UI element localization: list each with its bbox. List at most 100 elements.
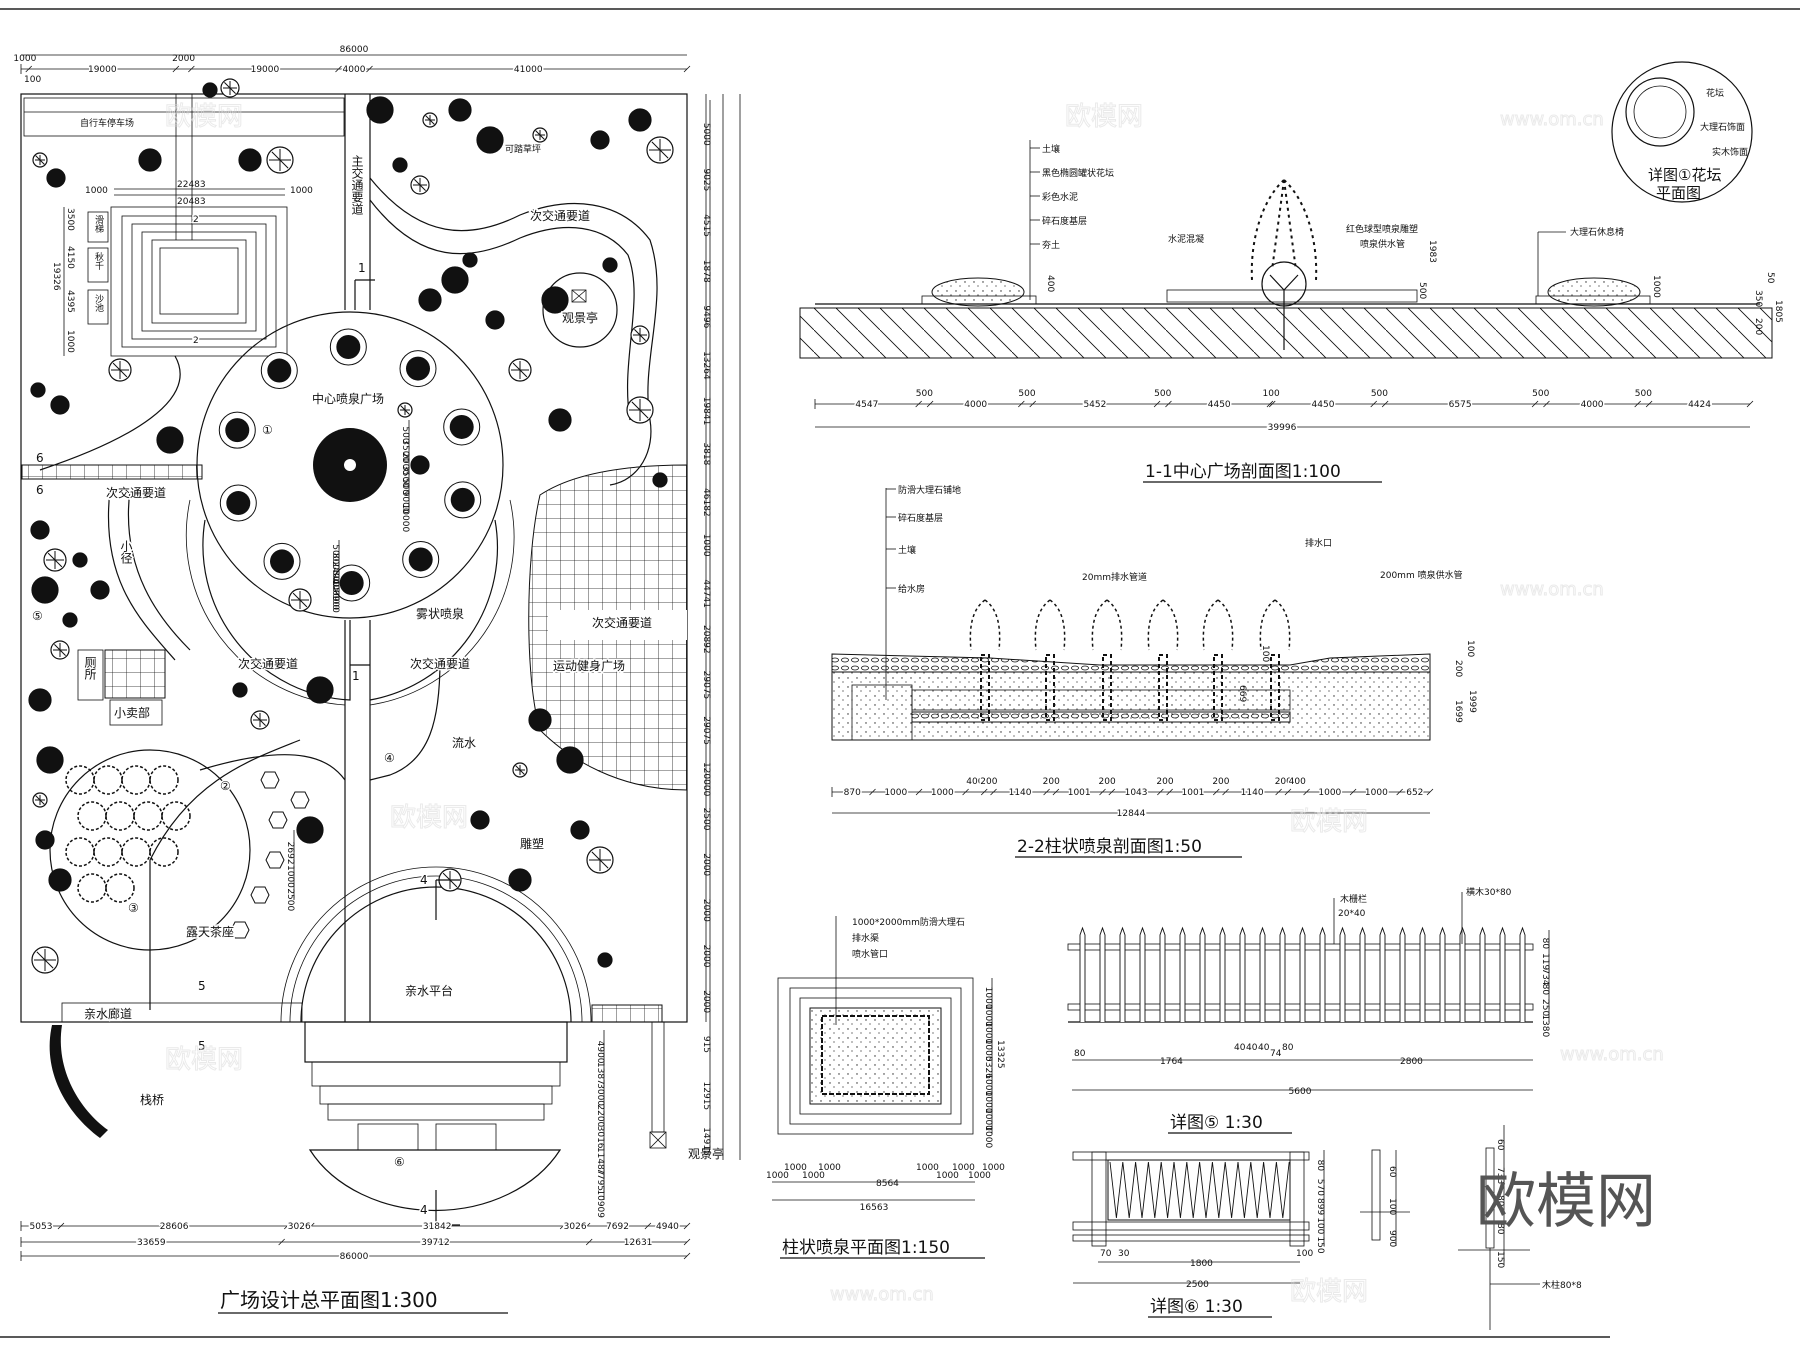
- plan-right-dim-label: 2500: [701, 808, 711, 831]
- svg-text:1983: 1983: [1427, 240, 1437, 263]
- tree-icon: [508, 868, 532, 892]
- fountain-plan-hdim-label: 1000: [968, 1171, 991, 1181]
- detail-6-dim-label: 2500: [1186, 1280, 1209, 1290]
- fountain-plan-vdim-label: 5326: [983, 1056, 993, 1079]
- plan-top-dim-label: 19000: [251, 65, 280, 75]
- section-1-1-dim-label: 4450: [1312, 400, 1335, 410]
- svg-text:1000*2000mm防滑大理石: 1000*2000mm防滑大理石: [852, 916, 965, 928]
- tree-icon: [485, 310, 505, 330]
- tree-icon: [410, 455, 430, 475]
- svg-text:欧模网: 欧模网: [1290, 1277, 1368, 1307]
- stage-dim-label: 2692: [285, 842, 295, 865]
- svg-text:1699: 1699: [1453, 700, 1463, 723]
- center-dim-label: 3500: [400, 465, 410, 488]
- svg-text:19326: 19326: [51, 262, 61, 291]
- section-2-2-layer-label: 防滑大理石铺地: [898, 484, 961, 496]
- tree-icon: [392, 157, 408, 173]
- detail-5-vdim-label: 80: [1540, 938, 1550, 950]
- tree-icon: [528, 708, 552, 732]
- fence-picket: [1439, 926, 1446, 1022]
- label-sandpit: 沙池: [93, 294, 104, 312]
- plan-bottom-dim-label: 3026: [288, 1222, 311, 1232]
- plan-right-dim-label: 44741: [701, 579, 711, 608]
- center-dim-label: 5000: [330, 587, 340, 610]
- label-kiosk: 小卖部: [114, 705, 150, 720]
- svg-text:1999: 1999: [1467, 690, 1477, 713]
- plan-bottom-dim-label: 33659: [137, 1238, 166, 1248]
- section-1-1-dim-label: 500: [916, 389, 933, 399]
- tree-canopy-icon: [93, 765, 123, 795]
- fence-picket: [1519, 926, 1526, 1022]
- fountain-plan-vdim-label: 1000: [983, 1091, 993, 1114]
- stage-dim-label: 2200: [595, 1104, 605, 1127]
- section-1-1-dim-label: 500: [1154, 389, 1171, 399]
- tree-icon: [597, 952, 613, 968]
- fountain-plan-vdim-label: 1000: [983, 987, 993, 1010]
- fence-picket: [1359, 926, 1366, 1022]
- section-1-1-dim-label: 5452: [1083, 400, 1106, 410]
- detail-5-dim-label: 40: [1234, 1043, 1246, 1053]
- fountain-plan-vdim-label: 1000: [983, 1021, 993, 1044]
- detail-5-vdim-label: 1380: [1540, 1014, 1550, 1037]
- svg-text:欧模网: 欧模网: [1290, 807, 1368, 837]
- tree-icon: [450, 487, 475, 512]
- section-marker-2-top: 2: [193, 215, 199, 225]
- section-2-2-dim-label: 1001: [1182, 788, 1205, 798]
- detail-5-vdim-label: 734: [1540, 968, 1550, 985]
- svg-text:400: 400: [1045, 275, 1055, 292]
- section-1-1-dim-label: 4000: [964, 400, 987, 410]
- fountain-plan-hdim-label: 1000: [982, 1163, 1005, 1173]
- detail-5-title: 详图⑤ 1:30: [1170, 1113, 1263, 1133]
- plan-right-dim-label: 2000: [701, 899, 711, 922]
- plan-right-dim-label: 9496: [701, 305, 711, 328]
- tree-icon: [449, 414, 474, 439]
- svg-text:669: 669: [1237, 685, 1247, 702]
- svg-text:1000: 1000: [85, 186, 108, 196]
- tree-icon: [628, 108, 652, 132]
- svg-text:1000: 1000: [290, 186, 313, 196]
- tree-icon: [28, 688, 52, 712]
- svg-text:排水口: 排水口: [1305, 537, 1332, 549]
- section-marker-5-top: 5: [198, 979, 206, 993]
- stage-dim-label: 1000: [285, 865, 295, 888]
- tree-canopy-icon: [93, 837, 123, 867]
- tree-icon: [441, 266, 469, 294]
- fountain-plan: 1000*2000mm防滑大理石 排水渠 喷水管口 10001000100010…: [766, 916, 1005, 1259]
- pavilion-circle: [542, 272, 618, 348]
- stage-dim-label: 3016: [595, 1126, 605, 1149]
- fountain-jet-pipe: [1270, 654, 1280, 721]
- svg-text:20mm排水管道: 20mm排水管道: [1082, 571, 1147, 583]
- section-2-2-dim-label: 400: [966, 777, 983, 787]
- svg-text:50: 50: [1765, 272, 1775, 284]
- fence-picket: [1319, 926, 1326, 1022]
- fence-picket: [1159, 926, 1166, 1022]
- fountain-plan-vdim-label: 1000: [983, 1125, 993, 1148]
- svg-text:22483: 22483: [177, 180, 206, 190]
- section-1-1-title: 1-1中心广场剖面图1:100: [1145, 462, 1341, 482]
- tree-canopy-icon: [65, 765, 95, 795]
- flower-bed-detail: 花坛 大理石饰面 实木饰面 详图①花坛 平面图: [1611, 61, 1753, 203]
- detail-5-dim-label: 80: [1074, 1049, 1086, 1059]
- fence-picket: [1179, 926, 1186, 1022]
- svg-text:实木饰面: 实木饰面: [1712, 146, 1748, 158]
- tree-icon: [590, 130, 610, 150]
- fence-picket: [1119, 926, 1126, 1022]
- svg-text:木栅栏: 木栅栏: [1340, 893, 1367, 905]
- secondary-road: [369, 177, 658, 486]
- svg-text:横木30*80: 横木30*80: [1466, 886, 1512, 898]
- fountain-plan-vdim-label: 1000: [983, 1039, 993, 1062]
- section-2-2-layer-label: 土壤: [898, 544, 916, 556]
- detail-5-dim-label: 40: [1246, 1043, 1258, 1053]
- center-dim-label: 4000: [330, 579, 340, 602]
- section-1-1-dim-label: 500: [1018, 389, 1035, 399]
- tree-icon: [48, 868, 72, 892]
- label-pavilion: 观景亭: [562, 310, 598, 325]
- label-pavilion-2: 观景亭: [688, 1146, 724, 1161]
- post-dim-label: 80: [1495, 1223, 1505, 1235]
- playground-dims: 22483 20483 1000 1000 19326 3500 4150 43…: [51, 180, 313, 356]
- plan-right-dim-label: 9025: [701, 168, 711, 191]
- stage-dims: 4900138730002200301611487779510909269210…: [285, 830, 605, 1218]
- label-main-road: 主交通要道: [350, 155, 364, 215]
- section-marker-4-top: 4: [420, 873, 428, 887]
